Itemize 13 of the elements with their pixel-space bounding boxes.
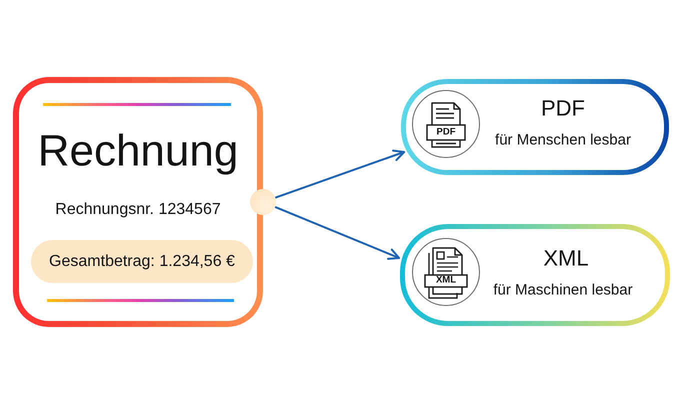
file-type-label: XML [436,276,456,286]
total-amount: Gesamtbetrag: 1.234,56 € [49,252,235,271]
invoice-number: Rechnungsnr. 1234567 [55,200,221,220]
format-title: XML [543,245,589,271]
format-description: für Menschen lesbar [495,131,631,149]
format-title: PDF [541,95,585,121]
format-description: für Maschinen lesbar [493,281,633,299]
invoice-title: Rechnung [38,126,238,178]
amount-highlight [31,240,253,283]
arrow [274,206,400,260]
arrow [274,150,406,199]
junction-dot [250,189,276,215]
file-type-label: PDF [436,127,456,138]
